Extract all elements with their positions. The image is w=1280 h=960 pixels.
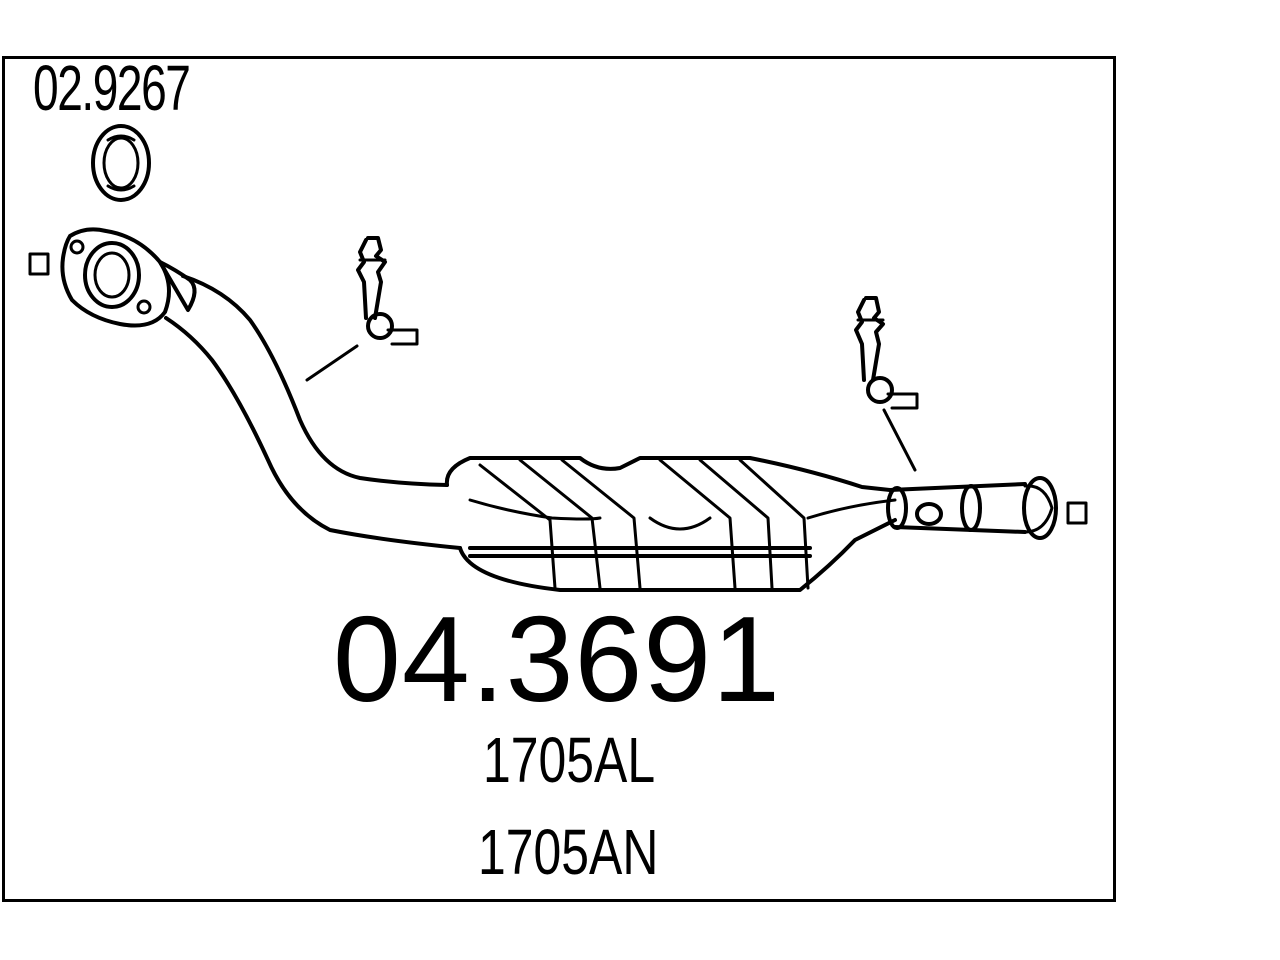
gasket-part-number: 02.9267 — [33, 52, 191, 124]
oe-number-2: 1705AN — [478, 816, 659, 888]
gasket-ring — [91, 124, 151, 202]
catalytic-converter — [444, 456, 897, 592]
main-part-number: 04.3691 — [333, 591, 781, 727]
right-end-marker — [1066, 501, 1088, 525]
front-hanger — [356, 236, 419, 346]
oe-number-1: 1705AL — [483, 724, 656, 796]
left-end-marker — [28, 252, 50, 276]
front-flange — [60, 227, 171, 328]
drawing-frame — [2, 56, 1116, 902]
rear-pipe — [886, 476, 1058, 540]
front-pipe — [158, 260, 462, 550]
rear-hanger — [854, 296, 919, 472]
